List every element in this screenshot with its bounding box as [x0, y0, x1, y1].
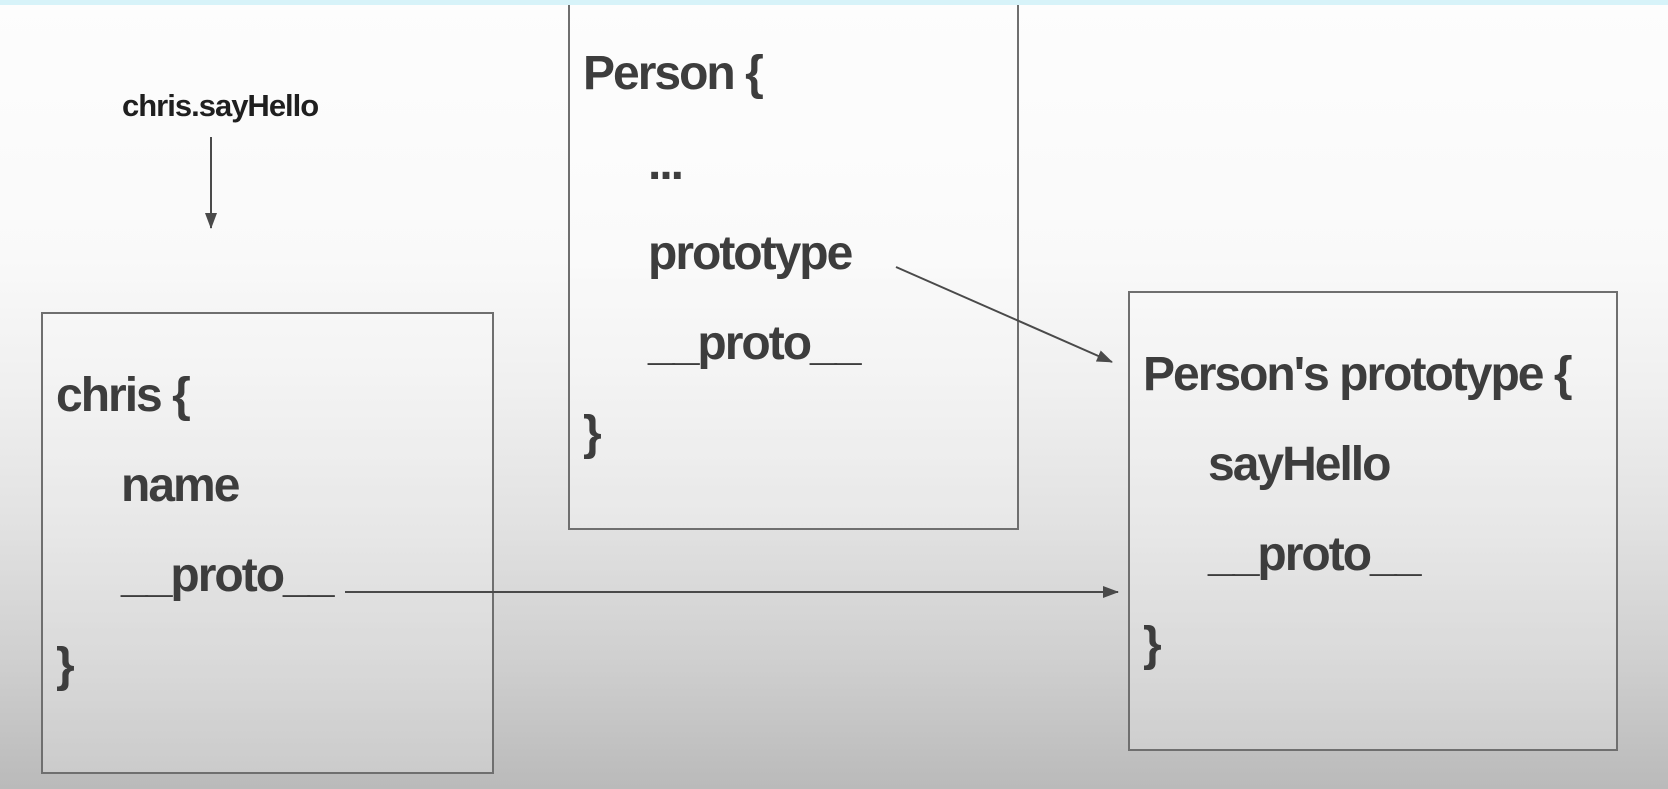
chris-box-title: chris {	[56, 369, 191, 422]
persons-prototype-box: Person's prototype { sayHello __proto__ …	[1128, 291, 1618, 751]
person-box-close-brace: }	[583, 407, 602, 460]
persons-prototype-box-title: Person's prototype {	[1143, 348, 1573, 401]
person-box-title: Person {	[583, 47, 764, 100]
person-member-ellipsis: ...	[648, 137, 684, 190]
method-call-label: chris.sayHello	[122, 88, 319, 123]
person-member-prototype: prototype	[648, 227, 853, 280]
top-accent-strip	[0, 0, 1668, 5]
chris-object-box: chris { name __proto__ }	[41, 312, 494, 774]
person-member-proto: __proto__	[648, 317, 861, 370]
chris-box-close-brace: }	[56, 639, 75, 692]
chris-member-name: name	[121, 459, 240, 512]
person-constructor-box: Person { ... prototype __proto__ }	[568, 3, 1019, 530]
chris-member-proto: __proto__	[121, 549, 334, 602]
persons-prototype-close-brace: }	[1143, 618, 1162, 671]
prototype-member-proto: __proto__	[1208, 528, 1421, 581]
prototype-member-sayhello: sayHello	[1208, 438, 1391, 491]
